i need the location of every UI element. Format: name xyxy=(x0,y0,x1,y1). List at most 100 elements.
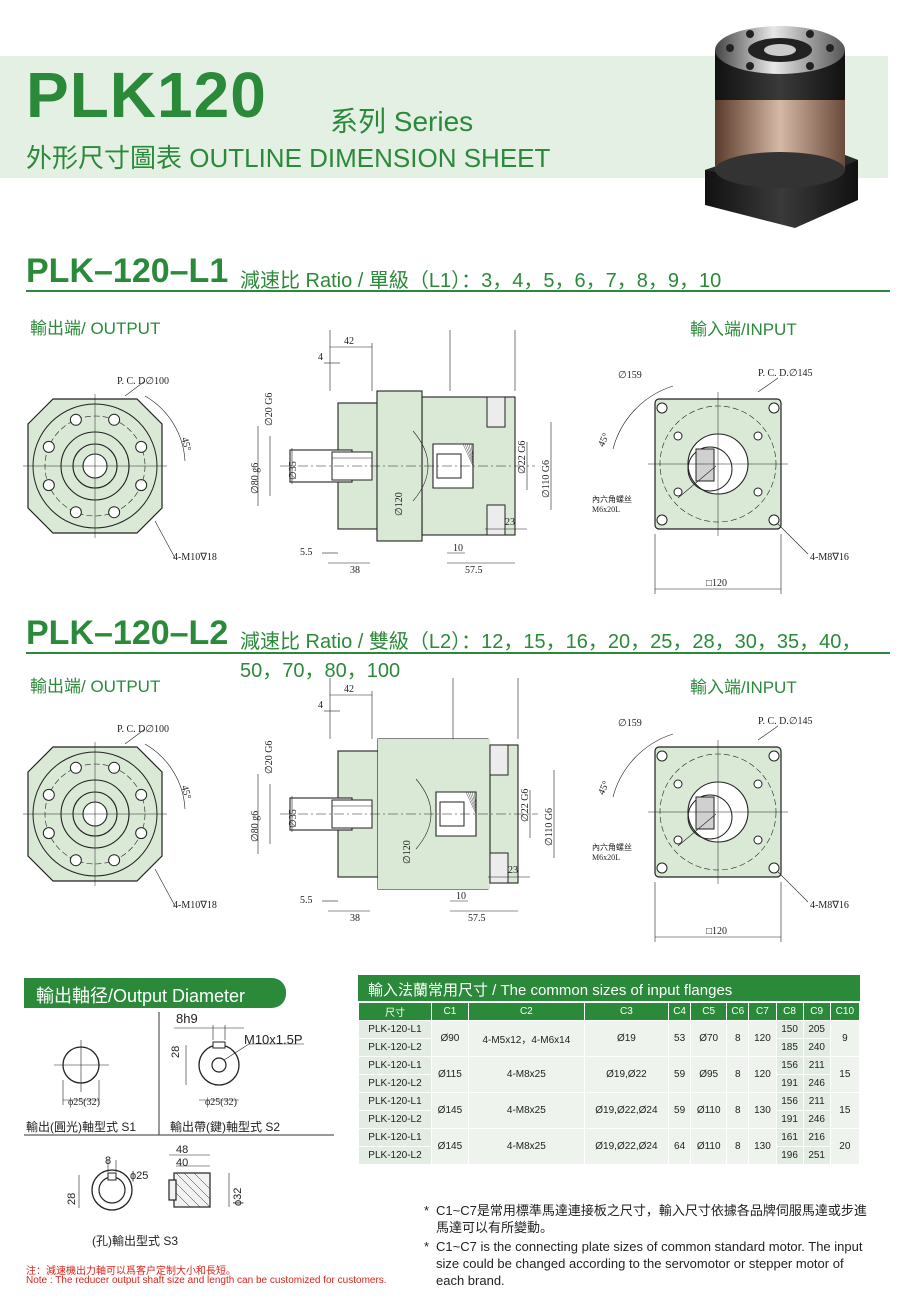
flange-table-banner: 輸入法蘭常用尺寸 / The common sizes of input fla… xyxy=(358,975,860,1001)
dim-42: 42 xyxy=(344,684,354,695)
table-cell: 59 xyxy=(667,1092,692,1129)
table-cell: Ø19 xyxy=(583,1020,669,1057)
table-cell: Ø19,Ø22 xyxy=(583,1056,669,1093)
table-cell: 150 xyxy=(775,1020,804,1039)
dim-23: 23 xyxy=(505,517,515,528)
s3-len40: 40 xyxy=(176,1157,189,1169)
dim-d110: ∅110 G6 xyxy=(541,460,552,498)
input-angle-label: 45° xyxy=(596,779,612,796)
bolt-hole xyxy=(69,854,82,867)
bolt-hole xyxy=(135,440,148,453)
table-cell: Ø115 xyxy=(430,1056,469,1093)
bolt-hole xyxy=(108,761,121,774)
table-cell: 53 xyxy=(667,1020,692,1057)
corner-bolt xyxy=(656,862,668,874)
table-cell: 4-M8x25 xyxy=(467,1056,585,1093)
s3-height-dim: 28 xyxy=(66,1192,78,1205)
table-cell: 185 xyxy=(775,1038,804,1057)
table-header-3: C3 xyxy=(583,1002,669,1021)
input-angle-label: 45° xyxy=(596,431,612,448)
table-cell: 211 xyxy=(802,1056,831,1075)
table-header-7: C7 xyxy=(748,1002,777,1021)
m10-label: 4-M10∇18 xyxy=(173,552,217,563)
note-en: C1~C7 is the connecting plate sizes of c… xyxy=(436,1239,863,1288)
red-note-en: Note : The reducer output shaft size and… xyxy=(26,1275,387,1286)
dim-4: 4 xyxy=(318,700,323,711)
bolt-hole xyxy=(69,761,82,774)
table-cell: PLK-120-L2 xyxy=(358,1110,432,1129)
mount-hole xyxy=(673,487,683,497)
bolt-hole xyxy=(135,788,148,801)
dim-38: 38 xyxy=(350,565,360,576)
ratio-l2: 減速比 Ratio / 雙級（L2）：12，15，16，20，25，28，30，… xyxy=(240,631,862,682)
s3-bore-dim: ϕ25 xyxy=(130,1170,149,1182)
corner-bolt xyxy=(768,402,780,414)
dim-4: 4 xyxy=(318,352,323,363)
table-cell: 120 xyxy=(748,1020,777,1057)
drawing-l1: P. C. D∅10045°4-M10∇18149.599.550424∅20 … xyxy=(0,295,900,610)
table-header-5: C5 xyxy=(690,1002,728,1021)
angle-label: 45° xyxy=(179,784,193,800)
table-cell: 191 xyxy=(775,1074,804,1093)
table-cell: Ø110 xyxy=(690,1092,728,1129)
output-shaft-types xyxy=(24,1012,334,1211)
m10-label: 4-M10∇18 xyxy=(173,900,217,911)
dim-d80: ∅80 g6 xyxy=(250,811,261,842)
table-cell: 8 xyxy=(726,1056,750,1093)
table-cell: 246 xyxy=(802,1074,831,1093)
table-cell: Ø19,Ø22,Ø24 xyxy=(583,1128,669,1165)
dim-d110: ∅110 G6 xyxy=(544,808,555,846)
table-cell: Ø19,Ø22,Ø24 xyxy=(583,1092,669,1129)
table-cell: 240 xyxy=(802,1038,831,1057)
s2-height-dim: 28 xyxy=(170,1045,182,1058)
corner-bolt xyxy=(768,750,780,762)
output-label-l2: 輸出端/ OUTPUT xyxy=(30,677,161,696)
ratio-l1: 減速比 Ratio / 單級（L1）：3，4，5，6，7，8，9，10 xyxy=(240,270,722,292)
table-cell: Ø70 xyxy=(690,1020,728,1057)
table-cell: 161 xyxy=(775,1128,804,1147)
table-cell: 4-M8x25 xyxy=(467,1128,585,1165)
table-cell: Ø145 xyxy=(430,1128,469,1165)
table-cell: 156 xyxy=(775,1092,804,1111)
table-cell: PLK-120-L1 xyxy=(358,1092,432,1111)
bolt-hole xyxy=(42,479,55,492)
s3-key-dim: 8 xyxy=(105,1155,112,1167)
table-cell: 20 xyxy=(829,1128,861,1165)
dim-d22: ∅22 G6 xyxy=(520,789,531,822)
table-cell: 15 xyxy=(829,1056,861,1093)
corner-bolt xyxy=(656,514,668,526)
side-view: 149.599.550424∅20 G6∅80 g6∅35∅120∅22 G6∅… xyxy=(250,295,552,576)
mount-hole xyxy=(673,431,683,441)
divider-l2 xyxy=(26,652,890,654)
s2-thread-dim: M10x1.5P xyxy=(244,1032,303,1047)
table-cell: 4-M8x25 xyxy=(467,1092,585,1129)
table-cell: PLK-120-L1 xyxy=(358,1020,432,1039)
table-cell: PLK-120-L1 xyxy=(358,1056,432,1075)
model-title: PLK120 xyxy=(26,59,267,131)
dim-d159: ∅159 xyxy=(618,370,642,381)
dim-d35: ∅35 xyxy=(288,461,299,480)
dim-10: 10 xyxy=(453,543,463,554)
dim-d80: ∅80 g6 xyxy=(250,463,261,494)
m8-label: 4-M8∇16 xyxy=(810,900,849,911)
table-cell: 196 xyxy=(775,1146,804,1165)
table-cell: 191 xyxy=(775,1110,804,1129)
table-header-8: C8 xyxy=(775,1002,804,1021)
table-cell: PLK-120-L2 xyxy=(358,1146,432,1165)
dim-d20: ∅20 G6 xyxy=(264,393,275,426)
series-label: 系列 Series xyxy=(330,106,474,137)
dim-57.5: 57.5 xyxy=(465,565,483,576)
section-title-l2: PLK–120–L2 xyxy=(26,614,229,652)
dim-23: 23 xyxy=(508,865,518,876)
input-label-l2: 輸入端/INPUT xyxy=(690,678,797,697)
table-header-4: C4 xyxy=(667,1002,692,1021)
